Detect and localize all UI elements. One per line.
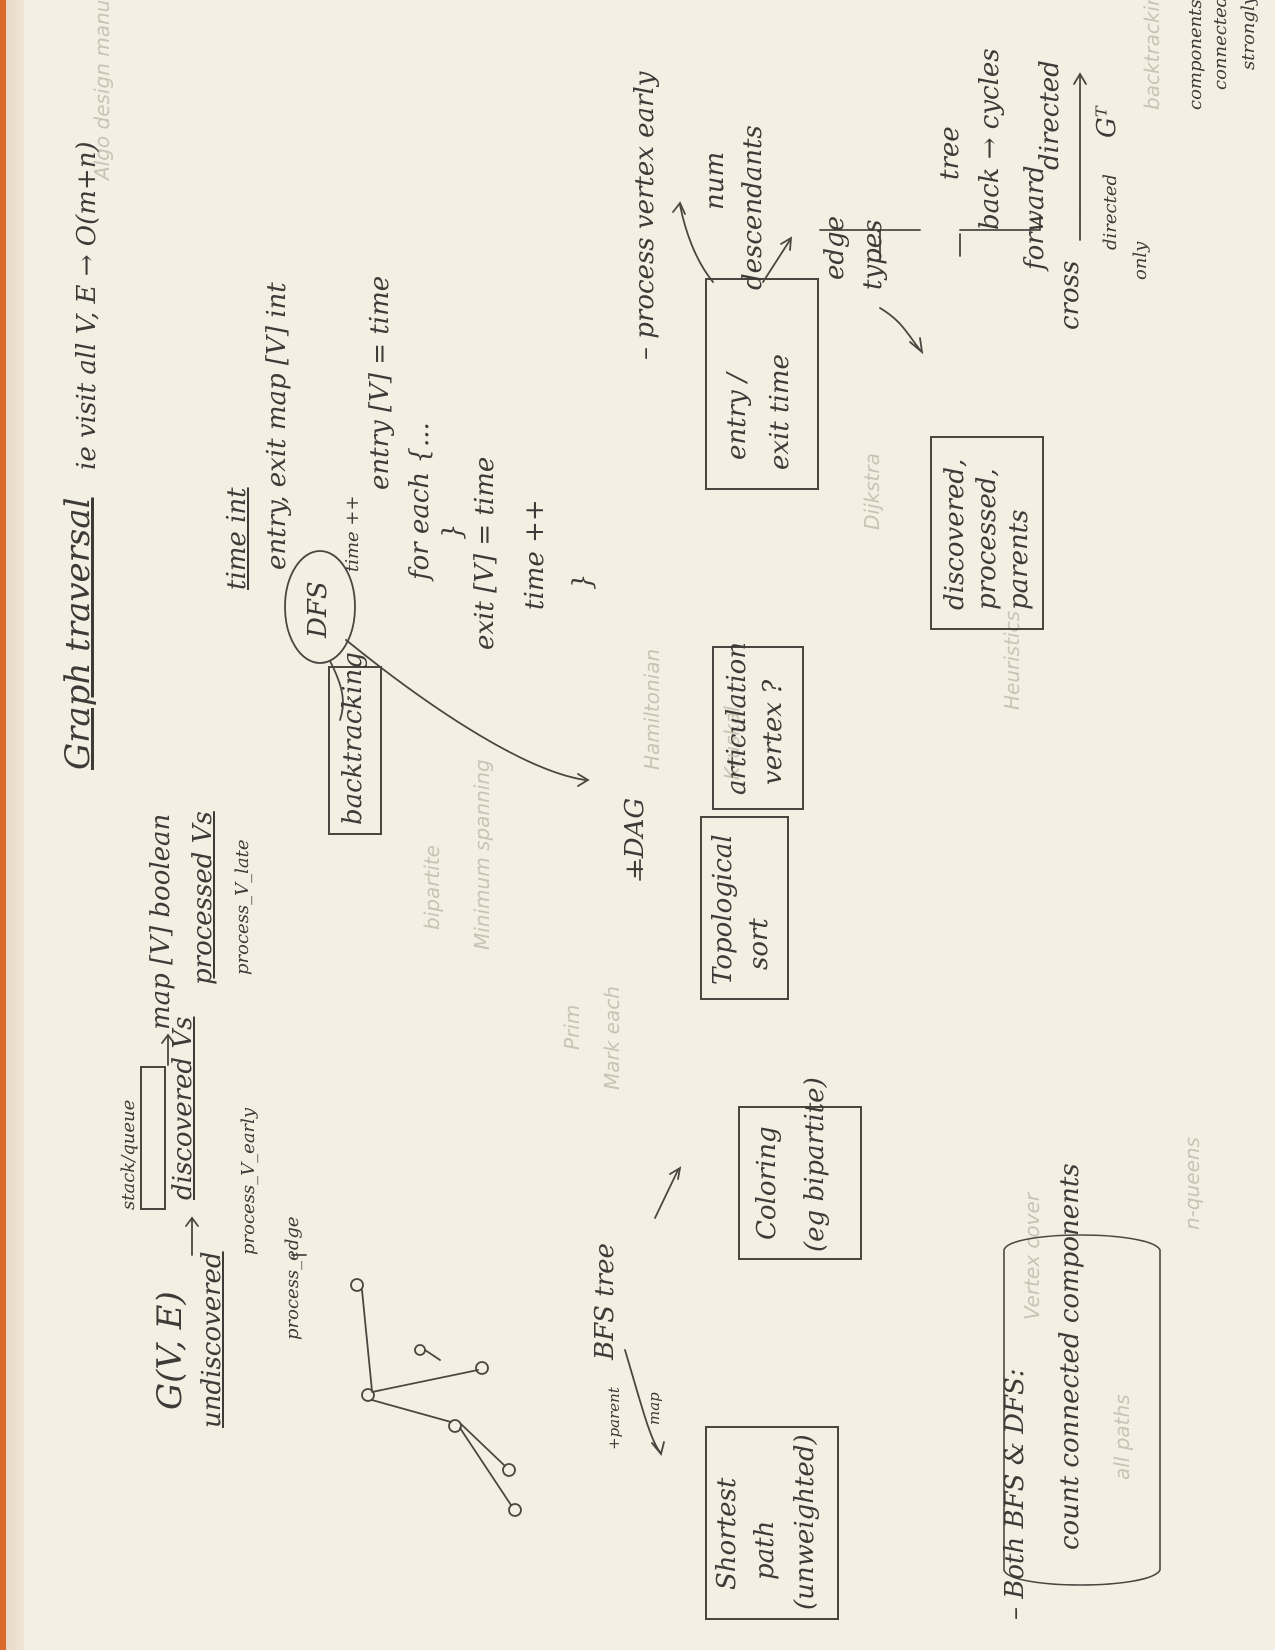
edge-type-item: tree — [935, 126, 965, 180]
discovered-processed-parents-label: discovered, — [940, 458, 970, 610]
num-descendants-label: num — [700, 151, 730, 210]
notebook-binding — [0, 0, 24, 1650]
edge-types-label: edge — [820, 215, 850, 280]
processed-label: processed Vs — [188, 811, 218, 985]
num-descendants-label: descendants — [738, 125, 768, 290]
edge-type-item: back → cycles — [975, 48, 1005, 230]
page-title: Graph traversal — [58, 497, 98, 770]
dfs-code-line: exit [V] = time — [470, 456, 500, 650]
shortest-path-label: Shortest — [712, 1477, 742, 1590]
entry-exit-time-label: entry / — [722, 373, 752, 460]
dfs-code-line: for each {... — [405, 422, 435, 580]
process-v-early-label: process_V_early — [238, 1107, 259, 1255]
plus-parent-map-label: map — [645, 1392, 663, 1425]
stack-queue-box — [140, 1066, 166, 1210]
directed-only-label: directed — [1100, 173, 1121, 250]
shortest-path-label: path — [750, 1520, 780, 1580]
coloring-label: Coloring — [752, 1126, 782, 1240]
edge-types-label: types — [858, 219, 888, 290]
entry-exit-map-label: entry, exit map [V] int — [262, 282, 292, 570]
dfs-code-line: } — [438, 523, 468, 540]
articulation-vertex-label: articulation — [722, 642, 752, 795]
backtracking-label: backtracking — [338, 652, 368, 825]
entry-exit-time-label: exit time — [765, 354, 795, 470]
directed-label: directed — [1035, 60, 1065, 170]
count-connected-components-label: count connected components — [1055, 1163, 1085, 1550]
plus-parent-map-label: +parent — [605, 1387, 623, 1450]
map-boolean-label: map [V] boolean — [146, 813, 176, 1030]
undiscovered-label: undiscovered — [197, 1251, 227, 1428]
strongly-connected-label: components — [1185, 0, 1206, 110]
dfs-code-line: time ++ — [520, 499, 550, 610]
dfs-code-line: } — [568, 573, 598, 590]
directed-only-label: only — [1130, 241, 1151, 280]
strongly-connected-label: connected — [1210, 0, 1231, 90]
process-edge-label: process_edge — [282, 1216, 303, 1340]
edge-type-item: cross — [1055, 260, 1085, 330]
topological-sort-label: Topological — [708, 834, 738, 985]
shortest-path-label: (unweighted) — [790, 1434, 820, 1610]
dag-label: +DAG — [620, 797, 650, 880]
dfs-code-line: entry [V] = time — [365, 275, 395, 490]
coloring-label: (eg bipartite) — [800, 1077, 830, 1252]
time-int-label: time int — [222, 487, 252, 590]
topological-sort-label: sort — [744, 918, 774, 970]
discovered-processed-parents-label: parents — [1004, 509, 1034, 611]
graph-label: G(V, E) — [150, 1291, 190, 1410]
process-v-late-label: process_V_late — [232, 839, 253, 975]
articulation-vertex-label: vertex ? — [758, 679, 788, 785]
dfs-label: DFS — [303, 581, 333, 638]
edge-type-item: forward — [1020, 165, 1050, 270]
discovered-processed-parents-label: processed, — [972, 468, 1002, 610]
stack-queue-label: stack/queue — [118, 1099, 139, 1210]
strongly-connected-label: strongly — [1238, 0, 1259, 70]
process-vertex-early-label: – process vertex early — [630, 71, 660, 360]
bfs-tree-label: BFS tree — [590, 1243, 620, 1360]
both-bfs-dfs-label: – Both BFS & DFS: — [1000, 1368, 1030, 1620]
page-subtitle: ie visit all V, E → O(m+n) — [72, 141, 102, 470]
dfs-code-line: time ++ — [342, 495, 363, 572]
g-transpose-label: Gᵀ — [1092, 106, 1122, 138]
discovered-label: discovered Vs — [168, 1016, 198, 1200]
